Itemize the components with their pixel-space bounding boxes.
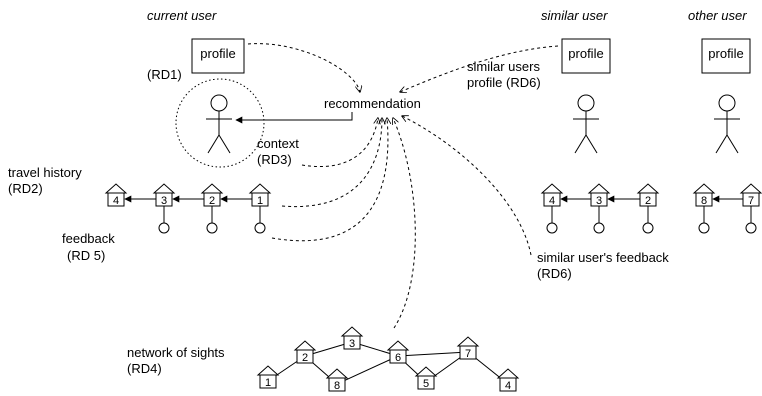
sight-house-icon: 1 (256, 365, 280, 389)
context-to-recommendation-arrow (301, 118, 378, 167)
similar-user-feedback-label-rd6: (RD6) (537, 266, 572, 281)
other-user-actor (714, 94, 740, 154)
context-label-rd3: (RD3) (257, 152, 292, 167)
feedback-circle (698, 222, 710, 234)
sight-house-icon: 3 (340, 326, 364, 350)
sight-number: 4 (505, 380, 511, 392)
sight-house-icon: 8 (692, 183, 716, 207)
sight-house-icon: 6 (386, 340, 410, 364)
feedback-to-recommendation-arrow (271, 118, 388, 242)
other-user-profile-box: profile (701, 38, 751, 74)
recommendation-to-user-arrow (235, 112, 353, 124)
sight-house-icon: 1 (248, 183, 272, 207)
similar-user-actor (573, 94, 599, 154)
sight-number: 3 (161, 195, 167, 207)
sight-number: 2 (209, 195, 215, 207)
feedback-circle (254, 222, 266, 234)
network-of-sights-label-rd4: (RD4) (127, 361, 162, 376)
current-user-travel-history: 4 3 2 1 (104, 183, 272, 234)
sight-house-icon: 5 (414, 366, 438, 390)
sight-house-icon: 4 (496, 368, 520, 392)
sight-number: 3 (349, 338, 355, 350)
sight-number: 4 (113, 195, 119, 207)
feedback-circle (642, 222, 654, 234)
history-to-recommendation-arrow (281, 118, 382, 208)
profile-to-recommendation-arrow (247, 43, 360, 92)
feedback-circle (593, 222, 605, 234)
profile-label: profile (568, 46, 603, 61)
sight-number: 2 (302, 352, 308, 364)
similar-user-feedback-label: similar user's feedback (537, 250, 669, 265)
profile-label: profile (200, 46, 235, 61)
header-similar-user: similar user (541, 8, 608, 23)
feedback-label-rd5: (RD 5) (67, 248, 105, 263)
network-to-recommendation-arrow (393, 118, 416, 329)
sight-house-icon: 2 (293, 340, 317, 364)
travel-history-label: travel history (8, 165, 82, 180)
sight-number: 7 (465, 348, 471, 360)
similar-feedback-to-recommendation-arrow (402, 116, 532, 256)
sight-house-icon: 3 (152, 183, 176, 207)
sight-number: 8 (334, 380, 340, 392)
sight-house-icon: 2 (200, 183, 224, 207)
profile-label: profile (708, 46, 743, 61)
sight-number: 5 (423, 378, 429, 390)
dashed-arrows (247, 43, 559, 329)
rd1-label: (RD1) (147, 67, 182, 82)
similar-users-profile-label: similar users (467, 59, 540, 74)
sight-house-icon: 2 (636, 183, 660, 207)
sight-house-icon: 4 (104, 183, 128, 207)
network-of-sights-nodes: 1 2 3 8 6 5 7 4 (256, 326, 520, 392)
sight-number: 6 (395, 352, 401, 364)
feedback-circle (206, 222, 218, 234)
similar-user-travel-history: 4 3 2 (540, 183, 660, 234)
feedback-circle (745, 222, 757, 234)
context-label: context (257, 136, 299, 151)
sight-house-icon: 8 (325, 368, 349, 392)
feedback-circle (158, 222, 170, 234)
sight-number: 1 (265, 377, 271, 389)
sight-number: 4 (549, 195, 555, 207)
sight-number: 7 (748, 195, 754, 207)
current-user-actor (175, 78, 265, 168)
feedback-circle (546, 222, 558, 234)
sight-number: 1 (257, 195, 263, 207)
network-edge (336, 355, 399, 385)
sight-number: 8 (701, 195, 707, 207)
travel-history-label-rd2: (RD2) (8, 181, 43, 196)
feedback-label: feedback (62, 231, 115, 246)
sight-number: 3 (596, 195, 602, 207)
sight-house-icon: 4 (540, 183, 564, 207)
sight-house-icon: 7 (456, 336, 480, 360)
sight-house-icon: 7 (739, 183, 762, 207)
similar-user-profile-box: profile (561, 38, 611, 74)
sight-house-icon: 3 (587, 183, 611, 207)
similar-profile-to-recommendation-arrow (400, 45, 559, 92)
header-current-user: current user (147, 8, 217, 23)
header-other-user: other user (688, 8, 747, 23)
similar-users-profile-label-rd6: profile (RD6) (467, 75, 541, 90)
current-user-profile-box: profile (191, 38, 245, 74)
network-edge (397, 351, 469, 357)
network-of-sights-label: network of sights (127, 345, 225, 360)
sight-number: 2 (645, 195, 651, 207)
recommendation-label: recommendation (324, 96, 421, 111)
